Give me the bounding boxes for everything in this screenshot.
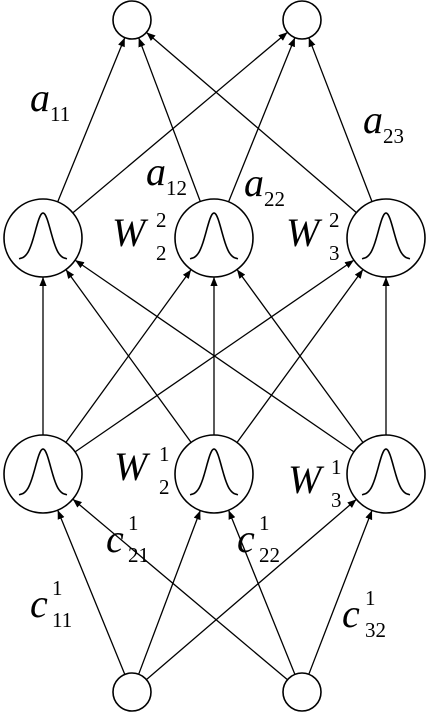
edge-hidden1-2-to-hidden2-1 bbox=[65, 269, 192, 443]
connection-edges bbox=[39, 31, 390, 681]
node-hidden1-1 bbox=[3, 434, 83, 514]
gaussian-icon bbox=[18, 212, 68, 260]
edge-input-2-to-hidden1-1 bbox=[72, 498, 288, 681]
node-circle bbox=[174, 198, 254, 278]
label-W32: W bbox=[286, 210, 323, 255]
node-circle bbox=[3, 198, 83, 278]
edge-hidden1-3-to-hidden2-2 bbox=[236, 269, 364, 443]
node-circle bbox=[112, 0, 152, 40]
label-c11-sup: 1 bbox=[52, 576, 63, 600]
edge-hidden1-3-to-hidden2-1 bbox=[74, 259, 355, 453]
label-c22-sub: 22 bbox=[259, 543, 280, 567]
label-a22: a22 bbox=[244, 160, 285, 211]
node-circle bbox=[112, 672, 152, 712]
gaussian-icon bbox=[18, 448, 68, 496]
edge-input-1-to-hidden1-3 bbox=[145, 498, 357, 681]
node-circle bbox=[282, 672, 322, 712]
node-circle bbox=[346, 434, 426, 514]
label-c21: c bbox=[106, 516, 124, 561]
node-circle bbox=[346, 198, 426, 278]
node-hidden1-3 bbox=[346, 434, 426, 514]
label-c32-sup: 1 bbox=[365, 586, 376, 610]
gaussian-icon bbox=[361, 212, 411, 260]
label-W22-sup: 2 bbox=[156, 208, 167, 232]
label-a12: a12 bbox=[146, 149, 187, 200]
label-c11-sub: 11 bbox=[52, 608, 72, 632]
edge-input-2-to-hidden1-2 bbox=[227, 509, 296, 675]
node-hidden1-2 bbox=[174, 434, 254, 514]
node-hidden2-2 bbox=[174, 198, 254, 278]
label-W31-sub: 3 bbox=[331, 488, 342, 512]
node-input-1 bbox=[112, 672, 152, 712]
label-c21-sub: 21 bbox=[128, 543, 149, 567]
node-circle bbox=[282, 0, 322, 40]
label-c22-sup: 1 bbox=[259, 511, 270, 535]
label-W22-sub: 2 bbox=[156, 241, 167, 265]
edge-hidden2-1-to-output-2 bbox=[72, 31, 288, 214]
label-a11: a11 bbox=[30, 75, 70, 126]
label-c11: c bbox=[30, 581, 48, 626]
node-hidden2-1 bbox=[3, 198, 83, 278]
node-input-2 bbox=[282, 672, 322, 712]
label-W32-sub: 3 bbox=[329, 241, 340, 265]
label-W22: W bbox=[112, 210, 149, 255]
label-W21: W bbox=[114, 444, 151, 489]
node-circle bbox=[174, 434, 254, 514]
label-c32: c bbox=[342, 591, 360, 636]
edge-hidden2-2-to-output-2 bbox=[227, 37, 296, 203]
gaussian-icon bbox=[361, 448, 411, 496]
edge-input-2-to-hidden1-3 bbox=[308, 510, 373, 675]
edge-hidden2-3-to-output-2 bbox=[308, 37, 373, 202]
label-W21-sup: 1 bbox=[159, 442, 170, 466]
network-nodes bbox=[3, 0, 426, 712]
label-a23: a23 bbox=[363, 97, 404, 148]
node-output-1 bbox=[112, 0, 152, 40]
label-W32-sup: 2 bbox=[329, 208, 340, 232]
labels: a11 a12 a22 a23 W 2 2 W 2 3 W 1 2 W 1 3 bbox=[30, 75, 404, 642]
label-c21-sup: 1 bbox=[128, 511, 139, 535]
node-output-2 bbox=[282, 0, 322, 40]
label-W31-sup: 1 bbox=[331, 455, 342, 479]
edge-input-1-to-hidden1-1 bbox=[57, 509, 126, 675]
label-W21-sub: 2 bbox=[159, 475, 170, 499]
gaussian-icon bbox=[189, 448, 239, 496]
label-c22: c bbox=[237, 516, 255, 561]
label-c32-sub: 32 bbox=[365, 618, 386, 642]
edge-hidden2-2-to-output-1 bbox=[138, 37, 201, 202]
edge-input-1-to-hidden1-2 bbox=[138, 510, 201, 675]
edge-hidden2-1-to-output-1 bbox=[57, 37, 126, 203]
edge-hidden2-3-to-output-1 bbox=[145, 31, 357, 214]
node-hidden2-3 bbox=[346, 198, 426, 278]
gaussian-icon bbox=[189, 212, 239, 260]
node-circle bbox=[3, 434, 83, 514]
label-W31: W bbox=[288, 457, 325, 502]
